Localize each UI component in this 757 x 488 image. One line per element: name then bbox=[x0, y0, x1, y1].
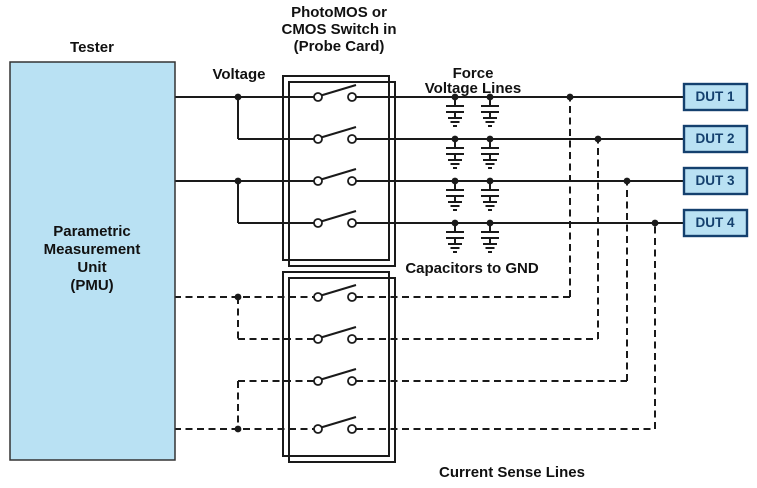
dut-label: DUT 3 bbox=[695, 173, 734, 188]
switch-box-frame-inner bbox=[288, 277, 396, 463]
capacitor-to-gnd-symbol bbox=[445, 92, 465, 127]
switch-box-frame-outer bbox=[282, 75, 390, 261]
sense-switch-box bbox=[282, 271, 396, 463]
switch-symbol bbox=[313, 326, 357, 344]
pmu-label-line: Parametric bbox=[53, 223, 131, 240]
pmu-label-line: (PMU) bbox=[70, 277, 113, 294]
switches-force bbox=[313, 84, 357, 228]
tester-title: Tester bbox=[70, 39, 114, 56]
switch-symbol bbox=[313, 126, 357, 144]
junction-dot bbox=[651, 219, 659, 227]
junction-dot bbox=[234, 425, 242, 433]
switch-box-frame-outer bbox=[282, 271, 390, 457]
junction-dot bbox=[594, 135, 602, 143]
switch-box-title-line: (Probe Card) bbox=[294, 38, 385, 55]
current-sense-wires bbox=[174, 97, 656, 430]
capacitor-to-gnd-symbol bbox=[480, 92, 500, 127]
pmu-label-line: Unit bbox=[77, 259, 106, 276]
switch-symbol bbox=[313, 416, 357, 434]
dut-box-2: DUT 2 bbox=[682, 124, 749, 154]
capacitor-to-gnd-symbol bbox=[445, 134, 465, 169]
capacitor-to-gnd-symbol bbox=[445, 218, 465, 253]
tester-group: Tester Parametric Measurement Unit (PMU) bbox=[9, 39, 176, 461]
force-voltage-lines-label-line: Voltage Lines bbox=[425, 80, 521, 97]
dut-box-1: DUT 1 bbox=[682, 82, 749, 112]
junction-dot bbox=[234, 93, 242, 101]
tester-box bbox=[9, 61, 176, 461]
pmu-label-line: Measurement bbox=[44, 241, 141, 258]
dut-rect bbox=[682, 166, 749, 196]
switch-box-title-line: PhotoMOS or bbox=[291, 4, 387, 21]
capacitor-to-gnd-symbol bbox=[480, 134, 500, 169]
dut-rect bbox=[682, 82, 749, 112]
labels: Voltage PhotoMOS or CMOS Switch in (Prob… bbox=[212, 4, 584, 481]
junction-dot bbox=[234, 293, 242, 301]
switch-symbol bbox=[313, 168, 357, 186]
capacitors-to-gnd-label: Capacitors to GND bbox=[405, 260, 539, 277]
dut-label: DUT 2 bbox=[695, 131, 734, 146]
capacitor-to-gnd-symbol bbox=[445, 176, 465, 211]
capacitor-to-gnd-symbol bbox=[480, 218, 500, 253]
junction-dot bbox=[234, 177, 242, 185]
current-sense-lines-label: Current Sense Lines bbox=[439, 464, 585, 481]
capacitor-to-gnd-symbol bbox=[480, 176, 500, 211]
junction-dot bbox=[623, 177, 631, 185]
switch-box-title-line: CMOS Switch in bbox=[281, 21, 396, 38]
switch-box-frame-inner bbox=[288, 81, 396, 267]
capacitors bbox=[445, 92, 500, 253]
switches-sense bbox=[313, 284, 357, 434]
dut-label: DUT 1 bbox=[695, 89, 734, 104]
force-switch-box bbox=[282, 75, 396, 267]
voltage-label: Voltage bbox=[212, 66, 265, 83]
force-voltage-wires bbox=[174, 96, 684, 224]
switch-symbol bbox=[313, 284, 357, 302]
dut-rect bbox=[682, 124, 749, 154]
junction-dot bbox=[566, 93, 574, 101]
switch-symbol bbox=[313, 210, 357, 228]
force-voltage-lines-label-line: Force bbox=[453, 65, 494, 82]
dut-rect bbox=[682, 208, 749, 238]
dut-box-4: DUT 4 bbox=[682, 208, 749, 238]
dut-box-3: DUT 3 bbox=[682, 166, 749, 196]
dut-label: DUT 4 bbox=[695, 215, 734, 230]
dut-boxes: DUT 1 DUT 2 DUT 3 DUT 4 bbox=[682, 82, 749, 238]
switch-symbol bbox=[313, 368, 357, 386]
switch-symbol bbox=[313, 84, 357, 102]
